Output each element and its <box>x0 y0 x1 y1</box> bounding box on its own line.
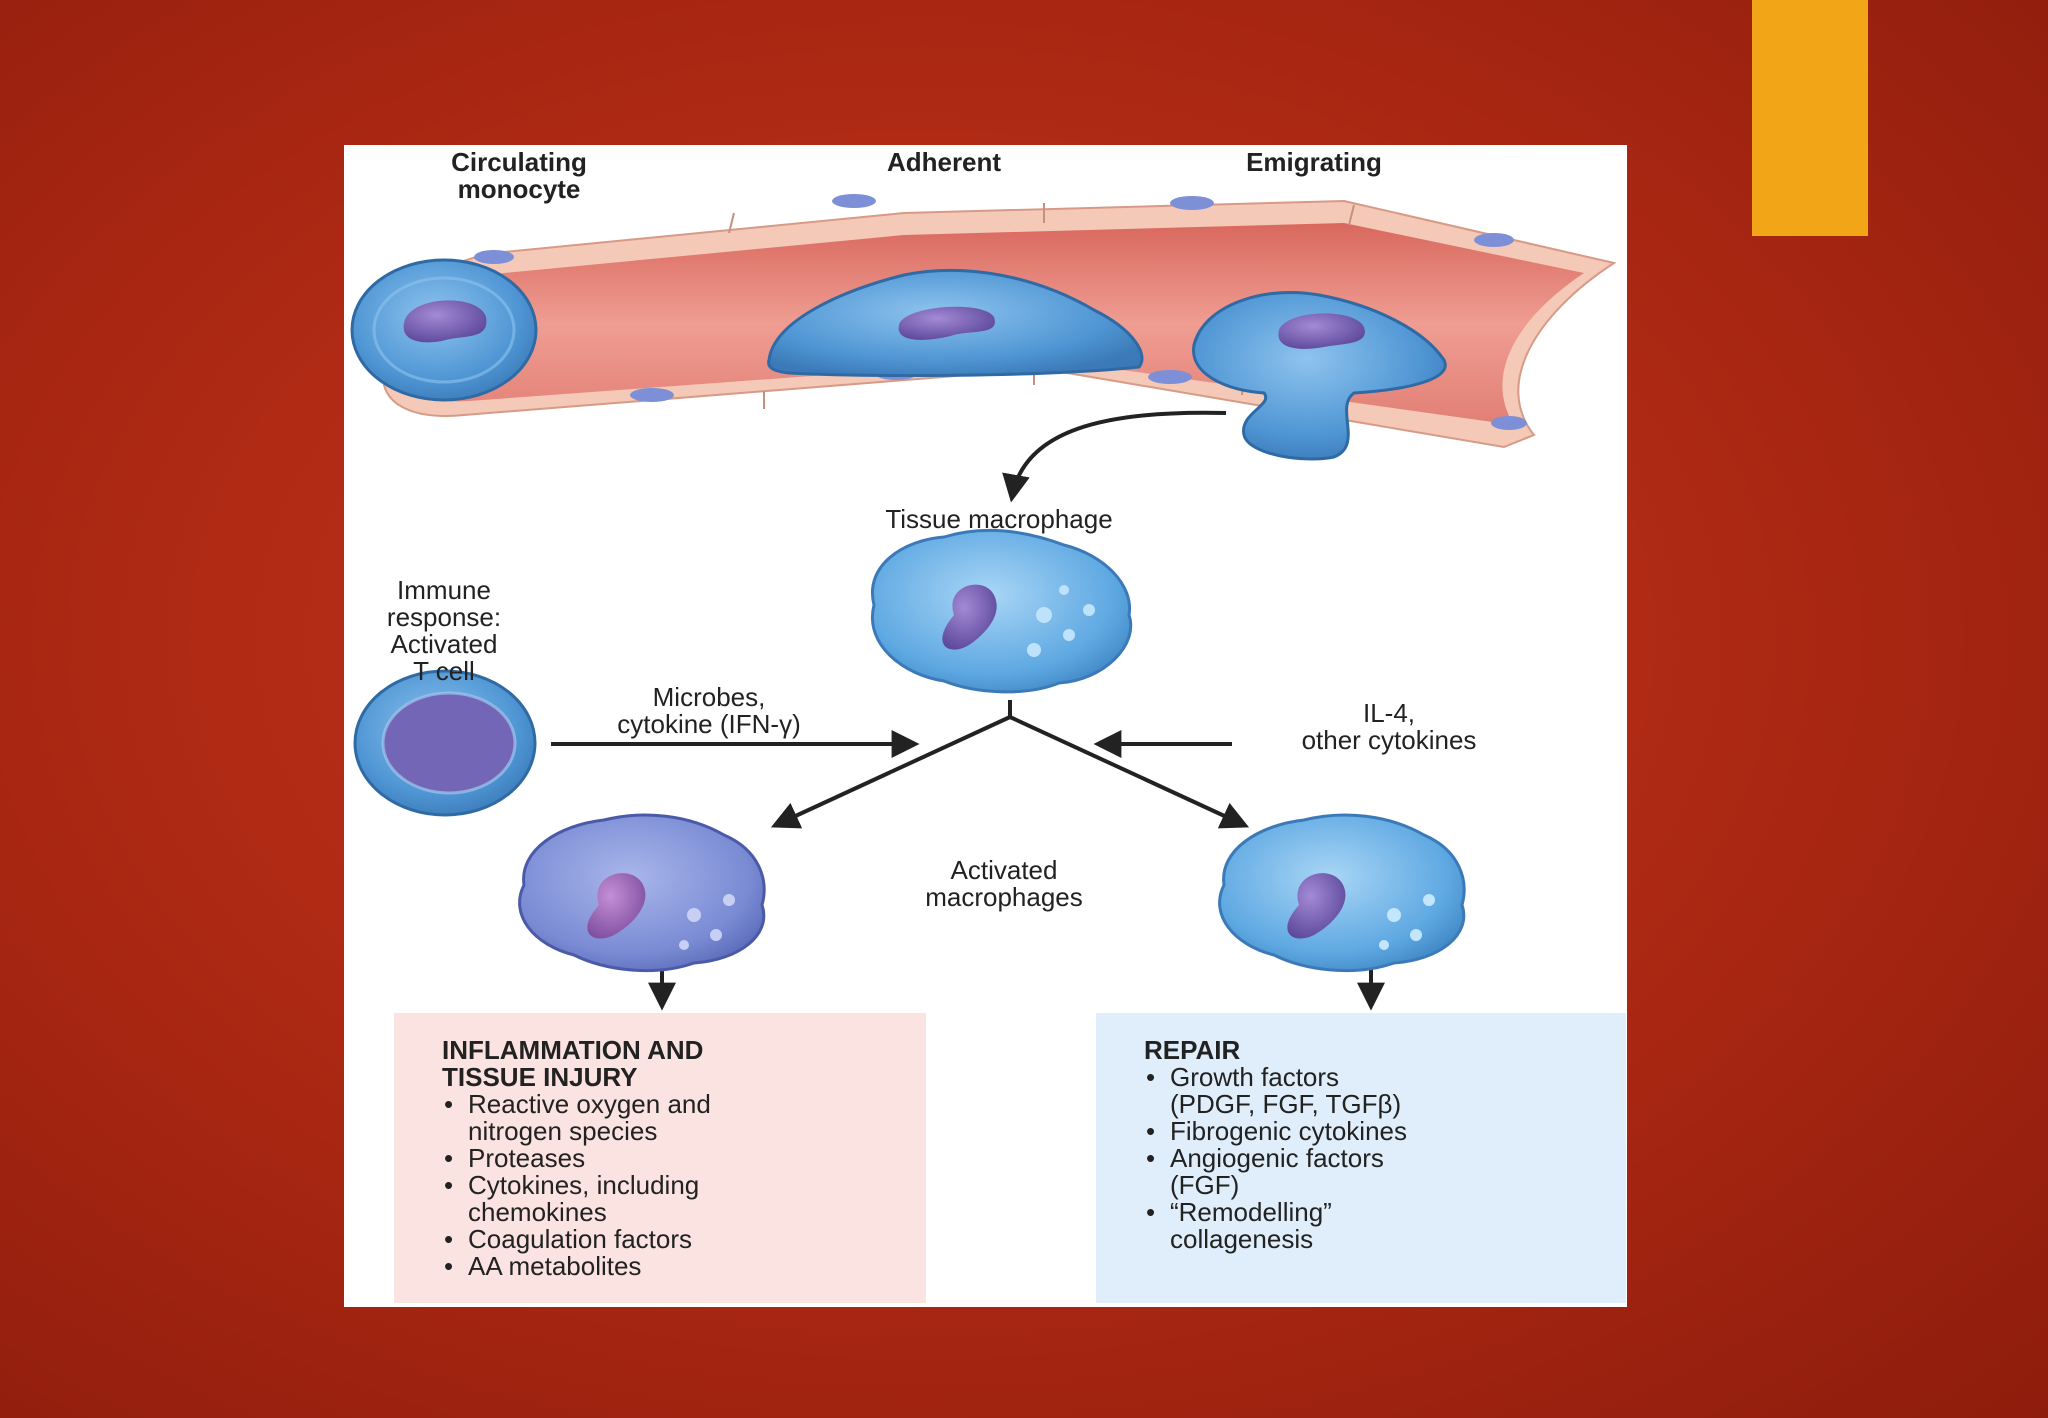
emigrating-label: Emigrating <box>1246 147 1382 177</box>
activation-arrows <box>551 700 1385 1011</box>
circulating-monocyte <box>350 258 538 402</box>
repair-macrophage-cell <box>1218 813 1466 973</box>
repair-title: REPAIR <box>1144 1035 1241 1065</box>
list-item: Growth factors (PDGF, FGF, TGFβ) <box>1144 1064 1614 1118</box>
activated-t-cell <box>353 669 537 817</box>
inflammation-title: INFLAMMATION AND TISSUE INJURY <box>442 1035 704 1092</box>
list-item: Angiogenic factors (FGF) <box>1144 1145 1614 1199</box>
emigrating-monocyte <box>1192 290 1447 461</box>
repair-list: Growth factors (PDGF, FGF, TGFβ) Fibroge… <box>1144 1064 1614 1253</box>
list-item: Cytokines, including chemokines <box>442 1172 912 1226</box>
emigration-arrow <box>1002 410 1227 503</box>
adherent-monocyte <box>767 269 1144 377</box>
tissue-macrophage-cell <box>871 528 1133 694</box>
il4-label: IL-4, other cytokines <box>1301 698 1477 755</box>
list-item: Reactive oxygen and nitrogen species <box>442 1091 912 1145</box>
inflammatory-macrophage-cell <box>518 813 766 973</box>
repair-box: REPAIR Growth factors (PDGF, FGF, TGFβ) … <box>1144 1037 1614 1253</box>
immune-response-label: Immune response: Activated T cell <box>386 575 502 686</box>
adherent-label: Adherent <box>886 147 1002 177</box>
microbes-label: Microbes, cytokine (IFN-γ) <box>617 682 801 739</box>
tissue-macrophage-label: Tissue macrophage <box>885 504 1113 534</box>
list-item: Coagulation factors <box>442 1226 912 1254</box>
activated-macrophages-label: Activated macrophages <box>925 855 1083 912</box>
circulating-monocyte-label: Circulating monocyte <box>451 147 587 204</box>
inflammation-box: INFLAMMATION AND TISSUE INJURY Reactive … <box>442 1035 912 1281</box>
list-item: Fibrogenic cytokines <box>1144 1118 1614 1146</box>
slide-accent-bar <box>1752 0 1868 236</box>
list-item: “Remodelling” collagenesis <box>1144 1199 1614 1253</box>
list-item: AA metabolites <box>442 1253 912 1281</box>
inflammation-list: Reactive oxygen and nitrogen species Pro… <box>442 1091 912 1281</box>
macrophage-diagram: Circulating monocyte Adherent Emigrating… <box>344 145 1627 1307</box>
list-item: Proteases <box>442 1145 912 1173</box>
